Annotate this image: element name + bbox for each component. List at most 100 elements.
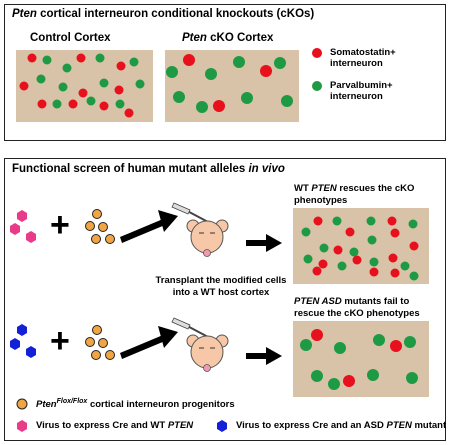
parvalbumin-cell bbox=[334, 342, 346, 354]
parvalbumin-cell bbox=[332, 216, 342, 226]
somatostatin-cell bbox=[318, 259, 328, 269]
somatostatin-cell bbox=[99, 101, 109, 111]
asd-mutant-cells bbox=[300, 329, 418, 390]
asd-caption-rest: mutants fail to bbox=[341, 296, 410, 307]
progenitor-allele: Flox/Flox bbox=[56, 398, 88, 405]
screen-title-text: Functional screen of human mutant allele… bbox=[12, 163, 249, 175]
somatostatin-cell bbox=[311, 329, 323, 341]
cko-panel-title: Pten cortical interneuron conditional kn… bbox=[12, 8, 314, 20]
wt-caption-line1: WT PTEN rescues the cKO bbox=[294, 183, 414, 195]
parvalbumin-cell bbox=[300, 339, 312, 351]
somatostatin-cell bbox=[390, 228, 400, 238]
legend-somatostatin-label: Somatostatin+ interneuron bbox=[330, 47, 396, 69]
somatostatin-cell bbox=[312, 266, 322, 276]
virus-wt-text: Virus to express Cre and WT bbox=[36, 420, 168, 431]
wt-caption-rest: rescues the cKO bbox=[336, 183, 415, 194]
parvalbumin-cell bbox=[369, 257, 379, 267]
parvalbumin-cell bbox=[52, 99, 62, 109]
parvalbumin-cell bbox=[404, 336, 416, 348]
control-cortex-label: Control Cortex bbox=[30, 32, 111, 44]
parvalbumin-cell bbox=[408, 219, 418, 229]
somatostatin-cell bbox=[352, 255, 362, 265]
somatostatin-cell bbox=[27, 53, 37, 63]
screen-panel-title: Functional screen of human mutant allele… bbox=[12, 163, 285, 175]
somatostatin-cell bbox=[387, 216, 397, 226]
virus-wt-legend-swatch bbox=[17, 420, 27, 432]
transplant-line2: into a WT host cortex bbox=[172, 286, 270, 298]
parvalbumin-cell bbox=[311, 370, 323, 382]
progenitor-legend-swatch bbox=[16, 398, 28, 410]
arrow-to-injection bbox=[120, 326, 178, 359]
legend-parvalbumin-label: Parvalbumin+ interneuron bbox=[330, 80, 393, 102]
parvalbumin-cell bbox=[328, 378, 340, 390]
transplant-line1: Transplant the modified cells bbox=[155, 275, 287, 286]
asd-caption-gene: PTEN ASD bbox=[294, 296, 342, 307]
parvalbumin-cell bbox=[373, 334, 385, 346]
parvalbumin-cell bbox=[241, 92, 253, 104]
cko-label-gene: Pten bbox=[182, 32, 207, 44]
virus-asd-text: Virus to express Cre and an ASD bbox=[236, 420, 387, 431]
legend-parvalbumin-line1: Parvalbumin+ bbox=[330, 80, 393, 91]
virus-wt-hexagon bbox=[26, 231, 36, 243]
somatostatin-cell bbox=[124, 108, 134, 118]
parvalbumin-cell bbox=[406, 372, 418, 384]
somatostatin-cell bbox=[369, 267, 379, 277]
parvalbumin-cell bbox=[233, 56, 245, 68]
asd-caption-line2: rescue the cKO phenotypes bbox=[294, 307, 420, 319]
somatostatin-cell bbox=[313, 216, 323, 226]
progenitor-text: cortical interneuron progenitors bbox=[87, 399, 235, 411]
asd-caption-line1: PTEN ASD mutants fail to bbox=[294, 296, 420, 308]
parvalbumin-cell bbox=[400, 261, 410, 271]
parvalbumin-cell bbox=[409, 271, 419, 281]
wt-caption-gene: PTEN bbox=[311, 183, 337, 194]
parvalbumin-cell bbox=[86, 96, 96, 106]
virus-wt-legend-label: Virus to express Cre and WT PTEN bbox=[36, 420, 193, 431]
parvalbumin-cell bbox=[319, 243, 329, 253]
parvalbumin-cell bbox=[196, 101, 208, 113]
plus-sign-wt: + bbox=[50, 206, 70, 244]
somatostatin-cell bbox=[390, 268, 400, 278]
virus-asd-legend-label: Virus to express Cre and an ASD PTEN mut… bbox=[236, 420, 446, 431]
parvalbumin-cell bbox=[366, 216, 376, 226]
somatostatin-cell bbox=[390, 340, 402, 352]
parvalbumin-cell bbox=[173, 91, 185, 103]
parvalbumin-cell bbox=[62, 63, 72, 73]
virus-asd-hexagon bbox=[10, 338, 20, 350]
virus-asd-legend-swatch bbox=[217, 420, 227, 432]
somatostatin-cell bbox=[333, 245, 343, 255]
somatostatin-cell bbox=[213, 100, 225, 112]
plus-sign-asd: + bbox=[50, 322, 70, 360]
somatostatin-cell bbox=[345, 227, 355, 237]
cko-title-text: cortical interneuron conditional knockou… bbox=[36, 8, 315, 20]
cko-title-gene: Pten bbox=[12, 8, 37, 20]
somatostatin-cell bbox=[114, 85, 124, 95]
parvalbumin-cell bbox=[205, 68, 217, 80]
parvalbumin-cell bbox=[99, 78, 109, 88]
arrow-to-injection bbox=[120, 210, 178, 243]
virus-wt-hexagon bbox=[10, 223, 20, 235]
parvalbumin-cell bbox=[135, 79, 145, 89]
somatostatin-cell bbox=[37, 99, 47, 109]
screen-title-invivo: in vivo bbox=[248, 163, 285, 175]
parvalbumin-cell bbox=[367, 235, 377, 245]
parvalbumin-cell bbox=[337, 261, 347, 271]
somatostatin-cell bbox=[183, 54, 195, 66]
somatostatin-cell bbox=[78, 88, 88, 98]
legend-somatostatin-line1: Somatostatin+ bbox=[330, 47, 396, 58]
cko-cortex-label: Pten cKO Cortex bbox=[182, 32, 273, 44]
wt-caption-prefix: WT bbox=[294, 183, 312, 194]
arrow-to-result bbox=[246, 234, 282, 252]
parvalbumin-cell bbox=[303, 254, 313, 264]
parvalbumin-cell bbox=[36, 74, 46, 84]
virus-asd-rest: mutant bbox=[411, 420, 447, 431]
virus-asd-gene: PTEN bbox=[386, 420, 412, 431]
somatostatin-cell bbox=[343, 375, 355, 387]
somatostatin-cell bbox=[388, 253, 398, 263]
asd-fail-caption: PTEN ASD mutants fail to rescue the cKO … bbox=[294, 296, 420, 319]
cko-label-text: cKO Cortex bbox=[206, 32, 274, 44]
somatostatin-cell bbox=[260, 65, 272, 77]
virus-wt-hexagon bbox=[17, 210, 27, 222]
somatostatin-cell bbox=[76, 53, 86, 63]
parvalbumin-legend-swatch bbox=[312, 81, 322, 91]
